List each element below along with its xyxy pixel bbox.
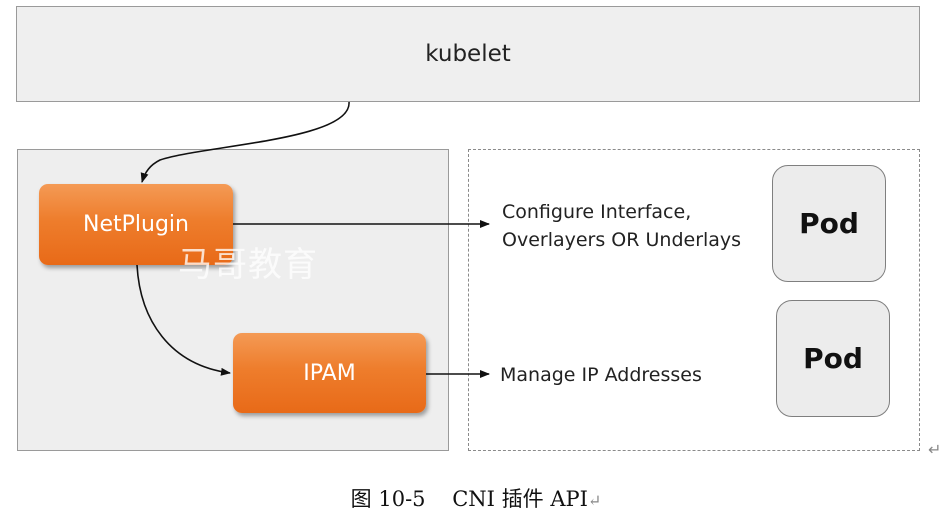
configure-annotation: Configure Interface, Overlayers OR Under…: [502, 198, 741, 254]
figure-caption: 图 10-5 CNI 插件 API↵: [0, 483, 952, 513]
configure-annotation-line1: Configure Interface,: [502, 201, 692, 223]
netplugin-to-ipam-arrow: [136, 264, 231, 376]
return-mark-icon: ↵: [928, 440, 942, 459]
kubelet-node: kubelet: [16, 6, 920, 102]
caption-text: 图 10-5 CNI 插件 API: [350, 487, 588, 511]
kubelet-to-netplugin-arrow: [140, 101, 350, 183]
ipam-node: IPAM: [233, 333, 426, 413]
manage-annotation: Manage IP Addresses: [500, 364, 702, 386]
caption-return-mark-icon: ↵: [587, 491, 602, 510]
pod-node-bottom: Pod: [776, 300, 890, 417]
configure-annotation-line2: Overlayers OR Underlays: [502, 229, 742, 251]
netplugin-node: NetPlugin: [39, 184, 233, 265]
pod-node-top: Pod: [772, 165, 886, 282]
watermark-text: 马哥教育: [178, 245, 318, 285]
